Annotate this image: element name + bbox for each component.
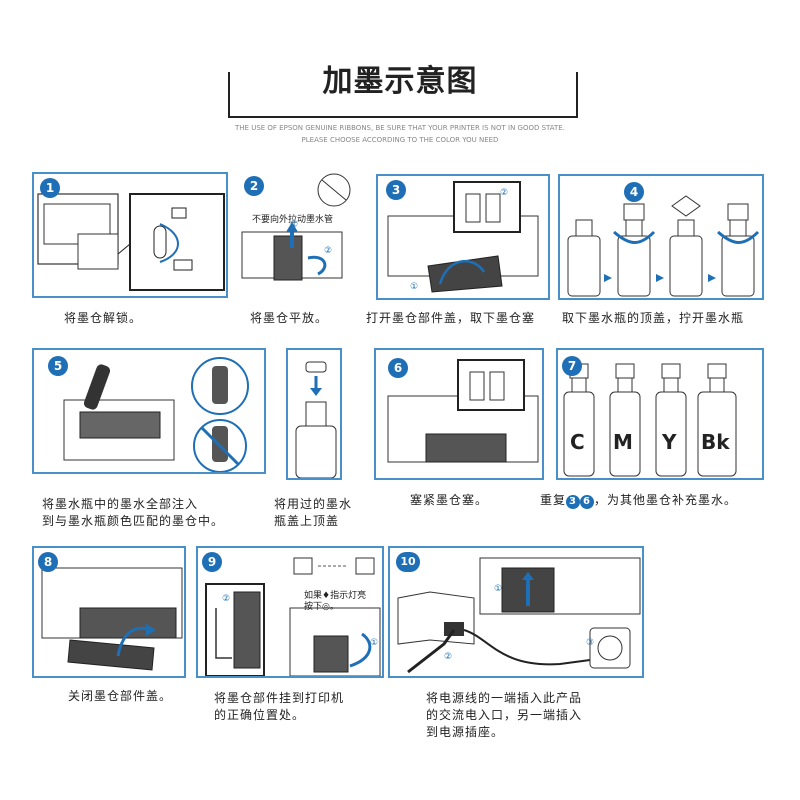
tank-lay-flat-illustration: [241, 173, 351, 281]
step-number-badge: 3: [386, 180, 406, 200]
cap-caption-line-1: 将用过的墨水: [274, 497, 353, 511]
cap-close-panel: [286, 348, 342, 480]
marker-1: ①: [290, 220, 299, 230]
step-number-badge: 8: [38, 552, 58, 572]
marker-1: ①: [370, 638, 379, 648]
step-number-badge: 4: [624, 182, 644, 202]
printer-unlock-illustration: [37, 193, 225, 291]
subtitle-line-1: THE USE OF EPSON GENUINE RIBBONS, BE SUR…: [235, 124, 565, 132]
step-number-badge: 1: [40, 178, 60, 198]
step-number-badge: 2: [244, 176, 264, 196]
marker-1: ①: [410, 282, 419, 292]
step-4-caption: 取下墨水瓶的顶盖，拧开墨水瓶: [562, 311, 745, 325]
ink-label-m: M: [613, 430, 633, 454]
marker-3: ③: [586, 638, 595, 648]
step-6-caption: 塞紧墨仓塞。: [410, 493, 489, 507]
ref-badge-3: 3: [566, 495, 581, 509]
step-9-panel: 9 如果♦指示灯亮 按下◎。 ② ①: [196, 546, 384, 678]
step-5-caption-line-1: 将墨水瓶中的墨水全部注入: [42, 497, 199, 511]
step-5-caption-line-2: 到与墨水瓶颜色匹配的墨仓中。: [42, 514, 225, 528]
close-cover-illustration: [41, 567, 183, 671]
step-6-panel: 6: [374, 348, 544, 480]
caption-suffix: ，为其他墨仓补充墨水。: [594, 493, 738, 507]
bottle-cap-illustration: [295, 361, 337, 478]
step-2-caption: 将墨仓平放。: [250, 311, 329, 325]
step-8-caption: 关闭墨仓部件盖。: [68, 689, 173, 703]
ink-label-bk: Bk: [701, 430, 730, 454]
page-title: 加墨示意图: [300, 56, 500, 100]
step-5-panel: 5: [32, 348, 266, 474]
caption-prefix: 重复: [540, 493, 567, 507]
step-8-panel: 8: [32, 546, 186, 678]
warning-note: 不要向外拉动墨水管: [252, 215, 334, 225]
step-9-caption-line-2: 的正确位置处。: [214, 708, 306, 722]
step-10-panel: 10 ① ② ③: [388, 546, 644, 678]
step-10-caption-line-1: 将电源线的一端插入此产品: [426, 691, 583, 705]
step-number-badge: 7: [562, 356, 582, 376]
step-10-caption-line-3: 到电源插座。: [426, 725, 505, 739]
step-number-badge: 6: [388, 358, 408, 378]
ref-badge-6: 6: [580, 495, 595, 509]
step-1-caption: 将墨仓解锁。: [64, 311, 143, 325]
marker-2: ②: [500, 188, 509, 198]
power-cable-illustration: [397, 557, 641, 674]
cap-caption-line-2: 瓶盖上顶盖: [274, 514, 340, 528]
step-number-badge: 9: [202, 552, 222, 572]
hang-tank-illustration: [205, 557, 381, 676]
bottle-open-illustration: [567, 195, 760, 297]
step-7-panel: 7 C M Y Bk: [556, 348, 764, 480]
step-3-caption: 打开墨仓部件盖，取下墨仓塞: [366, 311, 536, 325]
step-4-panel: 4: [558, 174, 764, 300]
plug-cap-illustration: [387, 359, 539, 463]
step-number-badge: 10: [396, 552, 420, 572]
ink-label-c: C: [570, 430, 585, 454]
four-ink-bottles-illustration: [563, 363, 737, 477]
subtitle-line-2: PLEASE CHOOSE ACCORDING TO THE COLOR YOU…: [301, 136, 499, 144]
marker-2: ②: [444, 652, 453, 662]
open-cover-illustration: [387, 181, 539, 293]
indicator-note-line-1: 如果♦指示灯亮: [304, 591, 367, 601]
title-frame: [228, 72, 578, 118]
step-3-panel: 3 ① ②: [376, 174, 550, 300]
step-2-panel: 2 不要向外拉动墨水管 ① ②: [238, 172, 366, 298]
indicator-note-line-2: 按下◎。: [304, 602, 339, 612]
marker-2: ②: [324, 246, 333, 256]
step-10-caption-line-2: 的交流电入口，另一端插入: [426, 708, 583, 722]
marker-2: ②: [222, 594, 231, 604]
ink-label-y: Y: [662, 430, 677, 454]
marker-1: ①: [494, 584, 503, 594]
step-9-caption-line-1: 将墨仓部件挂到打印机: [214, 691, 345, 705]
fill-ink-illustration: [63, 357, 249, 472]
step-1-panel: 1: [32, 172, 228, 298]
step-number-badge: 5: [48, 356, 68, 376]
